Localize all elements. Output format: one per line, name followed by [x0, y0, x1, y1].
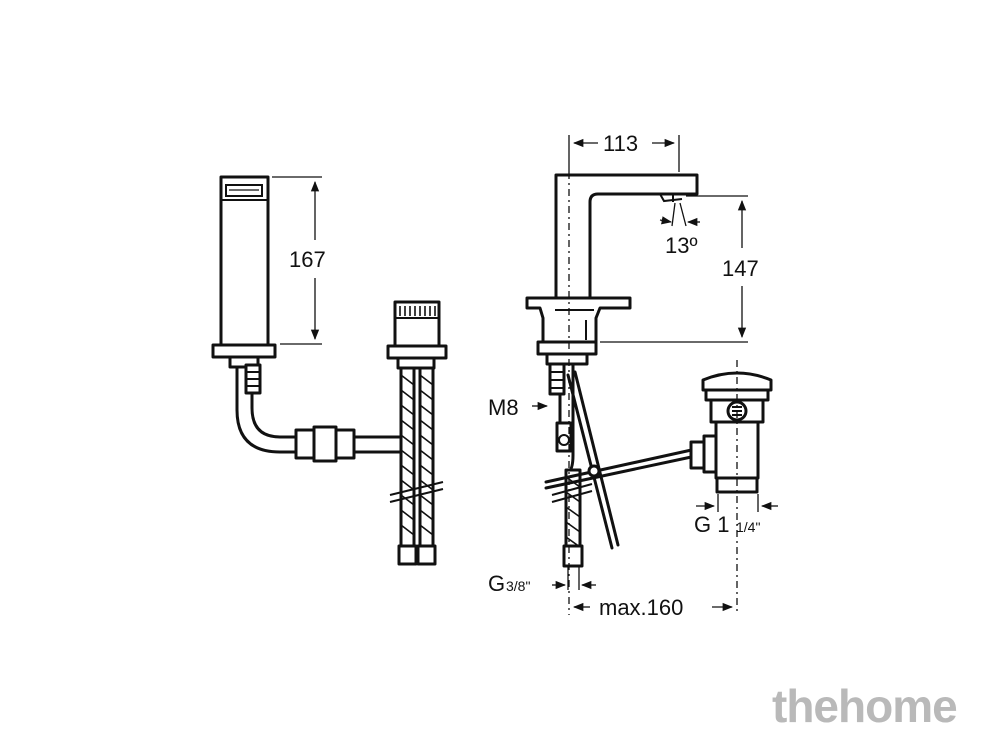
dimension-bolt: M8: [488, 395, 519, 420]
dimension-waste-distance: max.160: [599, 595, 683, 620]
dimension-spout-angle: 13º: [665, 233, 698, 258]
dimension-hose-thread: G 3/8": [488, 571, 530, 596]
side-view-mixer: [211, 175, 402, 463]
dimension-height-side: 167: [289, 247, 326, 272]
hose-thread-fraction: 3/8": [506, 578, 530, 594]
dimension-spout-height: 147: [722, 256, 759, 281]
valve-with-hoses: [386, 300, 448, 566]
watermark: thehome: [772, 680, 957, 732]
waste-thread-fraction: 1/4": [736, 519, 760, 535]
front-view-mixer: [525, 135, 778, 615]
hose-thread-prefix: G: [488, 571, 505, 596]
dimension-waste-thread: G 1 1/4": [694, 512, 760, 537]
waste-thread-prefix: G 1: [694, 512, 729, 537]
dimension-spout-reach: 113: [603, 131, 638, 156]
